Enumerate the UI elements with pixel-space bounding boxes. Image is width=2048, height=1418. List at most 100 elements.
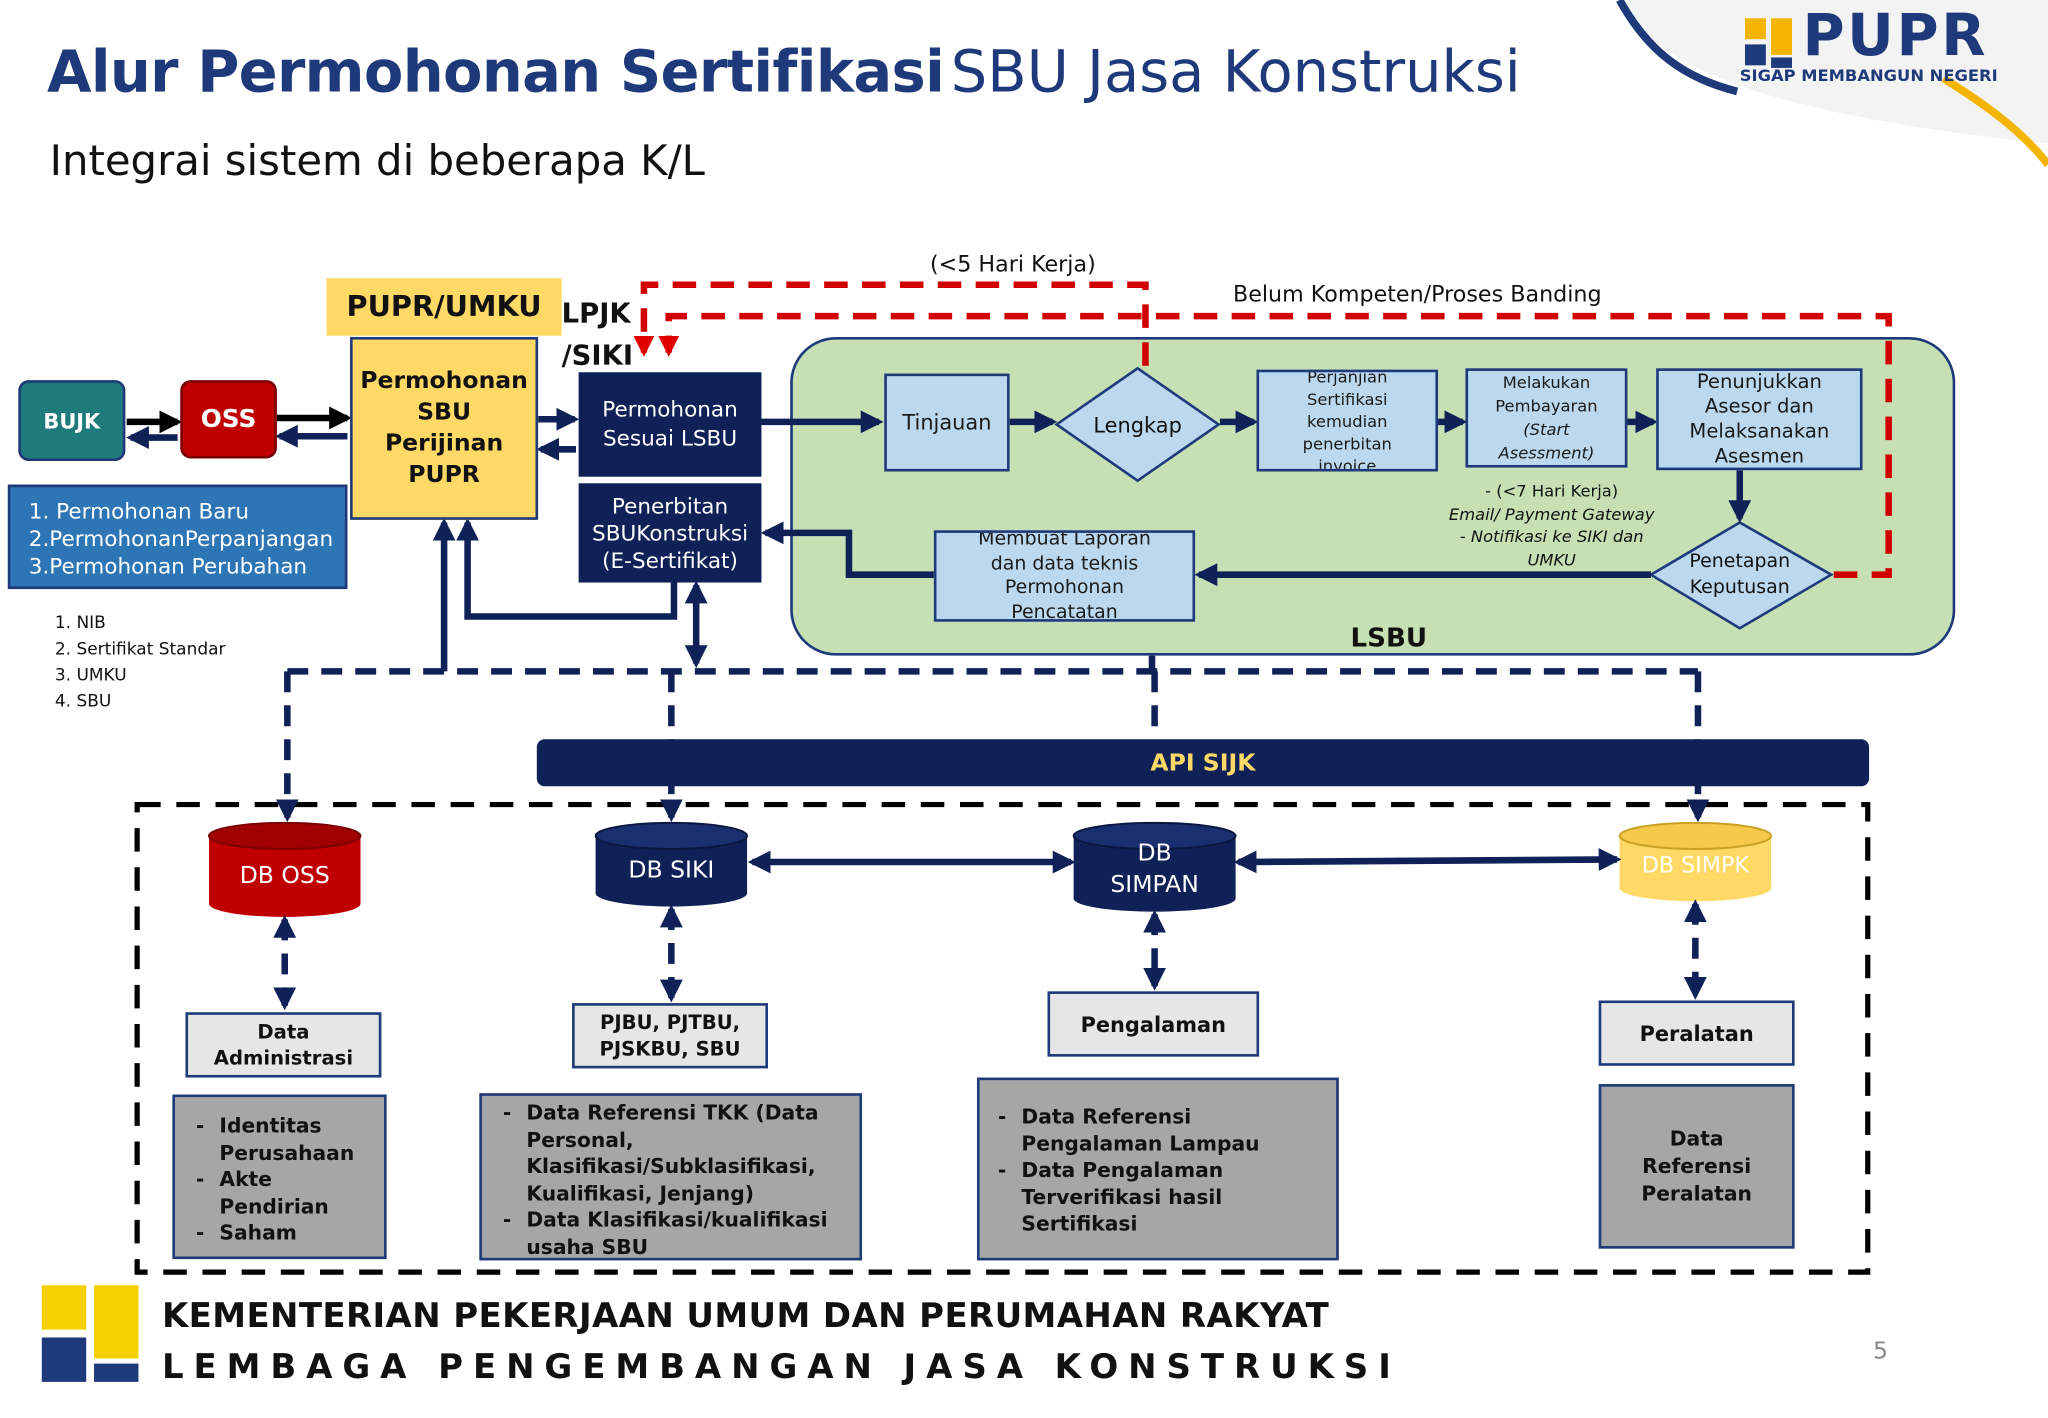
seven-days-line: UMKU (1527, 549, 1576, 569)
title-light: SBU Jasa Konstruksi (950, 39, 1521, 106)
conn-penerbitan-pupr (456, 517, 678, 620)
perjanjian-node[interactable]: Perjanjian Sertifikasi kemudian penerbit… (1256, 369, 1439, 472)
tinjauan-node[interactable]: Tinjauan (884, 373, 1010, 472)
corner-swoosh (1619, 0, 2048, 144)
detail-item: Data Referensi TKK (Data Personal, Klasi… (498, 1100, 849, 1207)
api-sijk-label: API SIJK (537, 739, 1869, 786)
pembayaran-label: Melakukan Pembayaran (1495, 372, 1598, 416)
api-sijk-text: API SIJK (1150, 749, 1256, 777)
conn-laporan-penerbitan (760, 521, 934, 578)
pupr-logo: PUPR SIGAP MEMBANGUN NEGERI (1737, 3, 2024, 88)
seven-days-line: Email/ Payment Gateway (1448, 503, 1655, 524)
bujk-label: BUJK (43, 408, 101, 433)
db-simpan-cylinder (1072, 821, 1237, 912)
detail-item: Data Pengalaman Terverifikasi hasil Sert… (993, 1157, 1326, 1237)
permohonan-type: 2.PermohonanPerpanjangan (28, 526, 334, 552)
siki-detail: Data Referensi TKK (Data Personal, Klasi… (479, 1093, 863, 1261)
seven-days-note: - (<7 Hari Kerja) Email/ Payment Gateway… (1434, 479, 1669, 570)
lengkap-diamond (1054, 366, 1221, 483)
data-administrasi-box: Data Administrasi (185, 1012, 382, 1078)
penetapan-node[interactable]: Penetapan Keputusan (1672, 546, 1808, 603)
oss-node[interactable]: OSS (180, 380, 277, 459)
penetapan-label: Penetapan Keputusan (1689, 551, 1791, 599)
db-siki-text: DB SIKI (628, 856, 715, 884)
lengkap-node[interactable]: Lengkap (1068, 405, 1206, 444)
detail-item: Data Referensi Pengalaman Lampau (993, 1104, 1326, 1158)
detail-item: Identitas Perusahaan (191, 1113, 374, 1167)
pupr-umku-body: Permohonan SBU Perijinan PUPR (360, 367, 528, 489)
penunjukkan-node[interactable]: Penunjukkan Asesor dan Melaksanakan Ases… (1656, 368, 1863, 471)
conn-simpan-simpk (1233, 848, 1622, 874)
permohonan-lsbu-label: Permohonan Sesuai LSBU (602, 397, 738, 451)
pupr-umku-title: PUPR/UMKU (346, 290, 542, 324)
detail-item: Akte Pendirian (191, 1166, 374, 1220)
title-bold: Alur Permohonan Sertifikasi (47, 39, 945, 106)
penerbitan-label: Penerbitan SBUKonstruksi (E-Sertifikat) (592, 493, 749, 573)
db-simpk-label[interactable]: DB SIMPK (1620, 844, 1772, 888)
api-sijk-bar (536, 739, 1870, 787)
lpjk-siki-label: LPJK /SIKI (561, 297, 634, 371)
requirement-item: 3. UMKU (54, 666, 127, 686)
red-loop-banding (658, 312, 1892, 578)
requirements-list: 1. NIB 2. Sertifikat Standar 3. UMKU 4. … (55, 611, 226, 715)
requirement-item: 1. NIB (54, 613, 106, 634)
lengkap-label: Lengkap (1093, 412, 1182, 437)
data-administrasi-label: Data Administrasi (213, 1020, 354, 1070)
pembayaran-sub: (Start Asessment) (1498, 419, 1595, 463)
detail-item: Saham (191, 1220, 374, 1247)
corner-arc (1616, 0, 1739, 96)
detail-item: Data Klasifikasi/kualifikasi usaha SBU (498, 1207, 849, 1261)
requirement-item: 2. Sertifikat Standar (54, 639, 226, 660)
corner-arc-gold (1941, 75, 2048, 167)
pupr-umku-header: PUPR/UMKU (326, 278, 562, 336)
seven-days-line: - (<7 Hari Kerja) (1485, 480, 1619, 501)
db-siki-label[interactable]: DB SIKI (596, 846, 748, 893)
bujk-node[interactable]: BUJK (18, 380, 126, 462)
pengalaman-box: Pengalaman (1047, 991, 1260, 1057)
laporan-node[interactable]: Membuat Laporan dan data teknis Permohon… (933, 530, 1196, 622)
pembayaran-node[interactable]: Melakukan Pembayaran (Start Asessment) (1465, 368, 1628, 468)
banding-note: Belum Kompeten/Proses Banding (1232, 282, 1602, 309)
peralatan-detail: Data Referensi Peralatan (1598, 1084, 1795, 1249)
permohonan-type: 3.Permohonan Perubahan (28, 553, 308, 579)
penerbitan-node[interactable]: Penerbitan SBUKonstruksi (E-Sertifikat) (578, 483, 762, 583)
db-siki-cylinder (594, 821, 749, 907)
peralatan-detail-text: Data Referensi Peralatan (1641, 1126, 1752, 1205)
footer-ministry: KEMENTERIAN PEKERJAAN UMUM DAN PERUMAHAN… (161, 1296, 1330, 1337)
pupr-logo-icon (1744, 18, 1795, 68)
db-simpk-cylinder (1618, 821, 1773, 902)
perjanjian-label: Perjanjian Sertifikasi kemudian penerbit… (1302, 369, 1392, 472)
pengalaman-label: Pengalaman (1080, 1011, 1227, 1037)
permohonan-types-box: 1. Permohonan Baru 2.PermohonanPerpanjan… (7, 484, 348, 590)
seven-days-line: - Notifikasi ke SIKI dan (1459, 526, 1644, 546)
permohonan-lsbu-node[interactable]: Permohonan Sesuai LSBU (578, 372, 762, 477)
penetapan-diamond (1648, 520, 1834, 630)
footer-agency: LEMBAGA PENGEMBANGAN JASA KONSTRUKSI (161, 1347, 1401, 1388)
penunjukkan-label: Penunjukkan Asesor dan Melaksanakan Ases… (1689, 369, 1830, 468)
db-simpk-text: DB SIMPK (1641, 852, 1749, 880)
laporan-label: Membuat Laporan dan data teknis Permohon… (978, 530, 1151, 622)
page-subtitle: Integrai sistem di beberapa K/L (49, 135, 705, 186)
peralatan-label: Peralatan (1639, 1020, 1754, 1046)
db-oss-text: DB OSS (239, 861, 330, 889)
data-frame (134, 801, 1871, 1275)
five-days-note: (<5 Hari Kerja) (929, 252, 1096, 279)
db-oss-cylinder (207, 821, 362, 917)
tinjauan-label: Tinjauan (902, 410, 992, 435)
pupr-logo-tagline: SIGAP MEMBANGUN NEGERI (1739, 65, 1998, 85)
pjbu-box: PJBU, PJTBU, PJSKBU, SBU (572, 1003, 768, 1069)
db-simpan-label[interactable]: DB SIMPAN (1074, 836, 1236, 904)
requirement-item: 4. SBU (54, 692, 112, 712)
pjbu-label: PJBU, PJTBU, PJSKBU, SBU (599, 1010, 741, 1061)
peralatan-box: Peralatan (1598, 1000, 1795, 1066)
permohonan-type: 1. Permohonan Baru (28, 498, 250, 524)
db-oss-label[interactable]: DB OSS (209, 849, 361, 901)
oss-label: OSS (200, 404, 257, 434)
page-number: 5 (1872, 1337, 1888, 1365)
footer-logo-icon (41, 1285, 144, 1387)
pengalaman-detail: Data Referensi Pengalaman Lampau Data Pe… (976, 1077, 1339, 1261)
db-simpan-text: DB SIMPAN (1110, 839, 1199, 899)
pupr-umku-node[interactable]: Permohonan SBU Perijinan PUPR (350, 336, 539, 520)
pupr-logo-brand: PUPR (1802, 2, 1989, 70)
page-title: Alur Permohonan Sertifikasi SBU Jasa Kon… (47, 39, 1521, 106)
